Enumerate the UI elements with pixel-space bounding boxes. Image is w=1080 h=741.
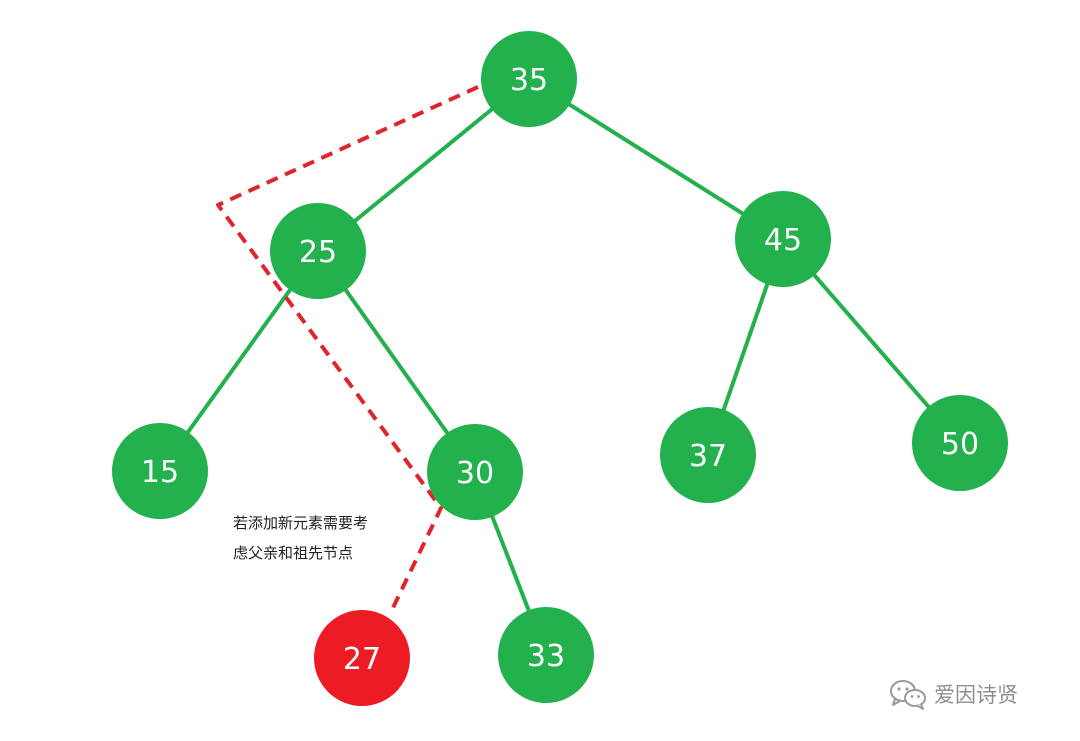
node-circle — [498, 607, 594, 703]
node-circle — [735, 191, 831, 287]
node-label: 33 — [527, 639, 565, 674]
annotation-line-1: 若添加新元素需要考 — [233, 514, 369, 532]
node-label: 25 — [299, 235, 337, 270]
node-circle — [660, 407, 756, 503]
node-label: 37 — [689, 439, 727, 474]
node-label: 50 — [941, 427, 979, 462]
tree-node-50: 50 — [912, 395, 1008, 491]
annotation-note: 若添加新元素需要考 虑父亲和祖先节点 — [233, 508, 413, 568]
tree-edges — [158, 77, 962, 656]
annotation-line-2: 虑父亲和祖先节点 — [233, 544, 354, 562]
tree-node-45: 45 — [735, 191, 831, 287]
node-label: 27 — [343, 642, 381, 677]
node-label: 35 — [510, 63, 548, 98]
watermark-text: 爱因诗贤 — [934, 683, 1018, 707]
node-circle — [427, 424, 523, 520]
node-label: 45 — [764, 223, 802, 258]
watermark: 爱因诗贤 — [888, 676, 1018, 712]
node-circle — [481, 31, 577, 127]
node-circle — [912, 395, 1008, 491]
node-circle — [270, 203, 366, 299]
wechat-icon — [890, 680, 926, 710]
tree-node-25: 25 — [270, 203, 366, 299]
dashed-insertion-path — [216, 85, 479, 615]
tree-node-33: 33 — [498, 607, 594, 703]
edge-n35-n45 — [527, 77, 785, 241]
node-circle — [314, 610, 410, 706]
tree-node-30: 30 — [427, 424, 523, 520]
tree-node-15: 15 — [112, 423, 208, 519]
tree-node-35: 35 — [481, 31, 577, 127]
insertion-path — [216, 85, 479, 615]
node-circle — [112, 423, 208, 519]
tree-nodes: 35 25 45 15 30 37 50 27 33 — [112, 31, 1008, 706]
node-label: 15 — [141, 455, 179, 490]
tree-node-37: 37 — [660, 407, 756, 503]
node-label: 30 — [456, 456, 494, 491]
tree-node-27: 27 — [314, 610, 410, 706]
